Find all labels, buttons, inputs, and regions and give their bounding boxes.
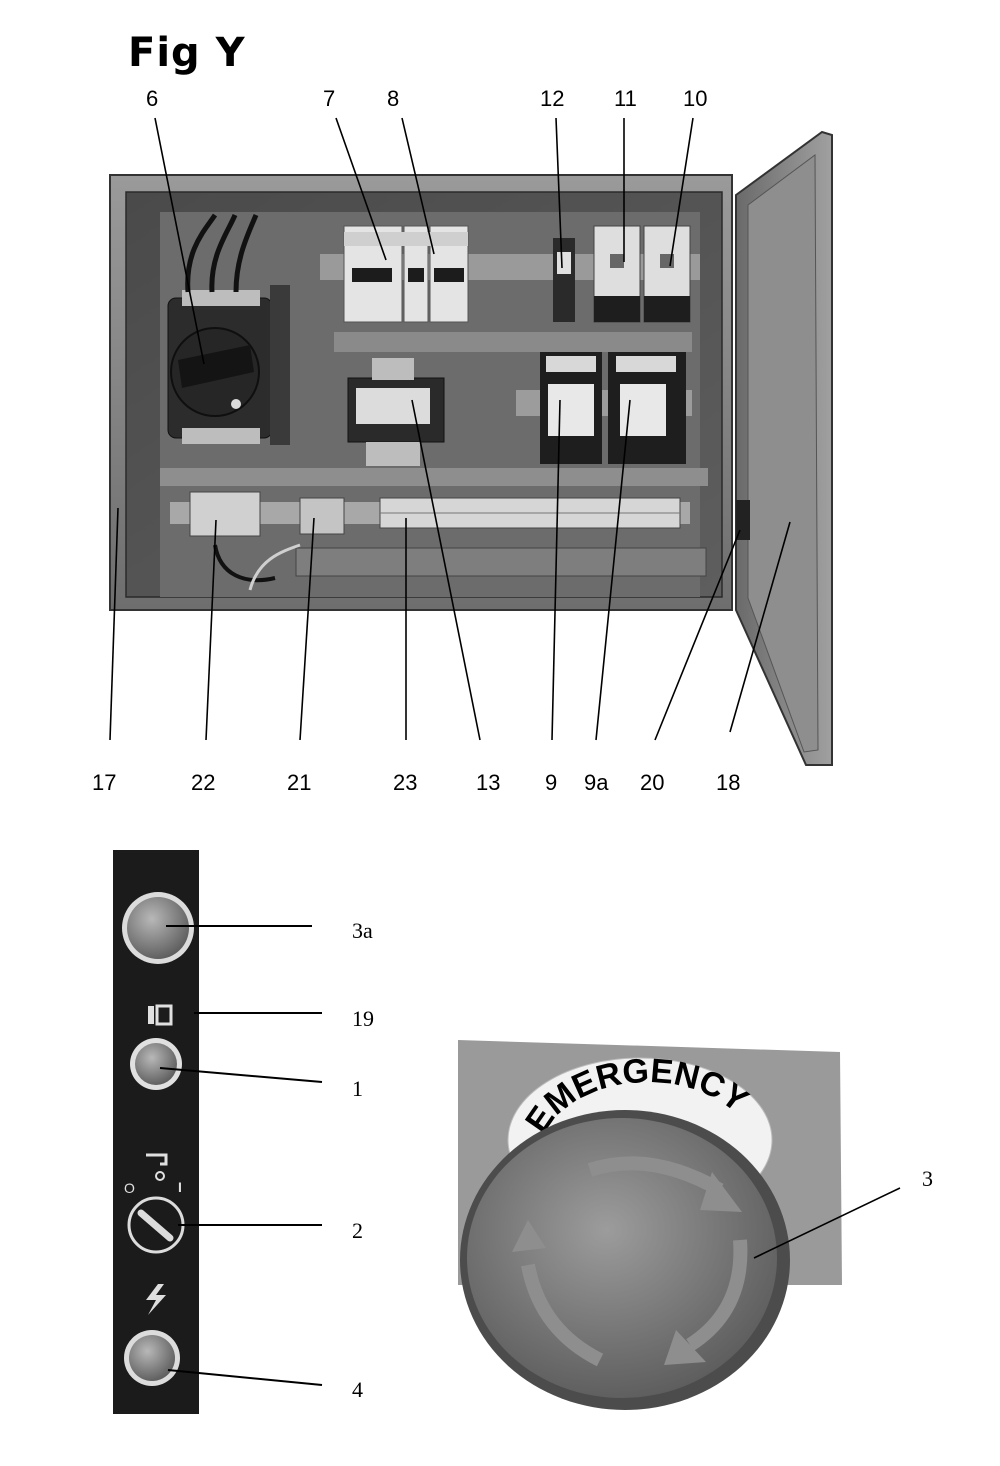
label-23: 23 [393,770,418,795]
label-3a: 3a [352,918,373,943]
label-1: 1 [352,1076,363,1101]
estop-leader-line [753,1187,901,1259]
label-6: 6 [146,86,159,111]
main-contactors [540,352,686,464]
middle-shelf [334,332,692,352]
power-button [129,1335,175,1381]
cable-duct [295,547,707,577]
label-4: 4 [352,1377,363,1402]
switch-on-mark: I [178,1179,182,1195]
cabinet-leader-lines [109,117,791,741]
rotation-arrowheads-icon [512,1172,742,1365]
label-9: 9 [545,770,558,795]
switch-off-mark: O [124,1180,135,1196]
label-12: 12 [540,86,565,111]
label-22: 22 [191,770,216,795]
figure-title: Fig Y [128,30,246,76]
label-13: 13 [476,770,501,795]
label-17: 17 [92,770,117,795]
circuit-breakers [343,225,469,323]
control-panel-strip [113,850,199,1414]
label-21: 21 [287,770,312,795]
label-8: 8 [387,86,400,111]
panel-leader-lines [159,925,323,1386]
label-2: 2 [352,1218,363,1243]
start-button [135,1043,177,1085]
selector-knob-bar [137,1209,174,1242]
label-20: 20 [640,770,665,795]
lower-cable [213,544,276,583]
label-7: 7 [323,86,336,111]
stop-button [127,897,189,959]
door-interlock-symbol-icon [148,1004,173,1026]
label-19: 19 [352,1006,374,1031]
transformer [347,358,445,466]
label-18: 18 [716,770,741,795]
rotation-arrows-icon [521,1156,748,1367]
estop-cap [467,1118,777,1398]
lower-shelf [160,468,708,486]
main-isolator-switch [167,213,290,445]
power-lightning-icon [146,1284,166,1315]
cabinet-door [735,130,833,766]
coolant-pump-icon [146,1153,168,1181]
emergency-stop-photo: EMERGENCY [458,1040,842,1410]
lower-cable-light [248,543,301,591]
label-9a: 9a [584,770,609,795]
label-3: 3 [922,1166,933,1191]
label-11: 11 [614,86,637,111]
upper-contactors [553,225,691,323]
terminal-blocks [170,491,690,537]
label-10: 10 [683,86,708,111]
